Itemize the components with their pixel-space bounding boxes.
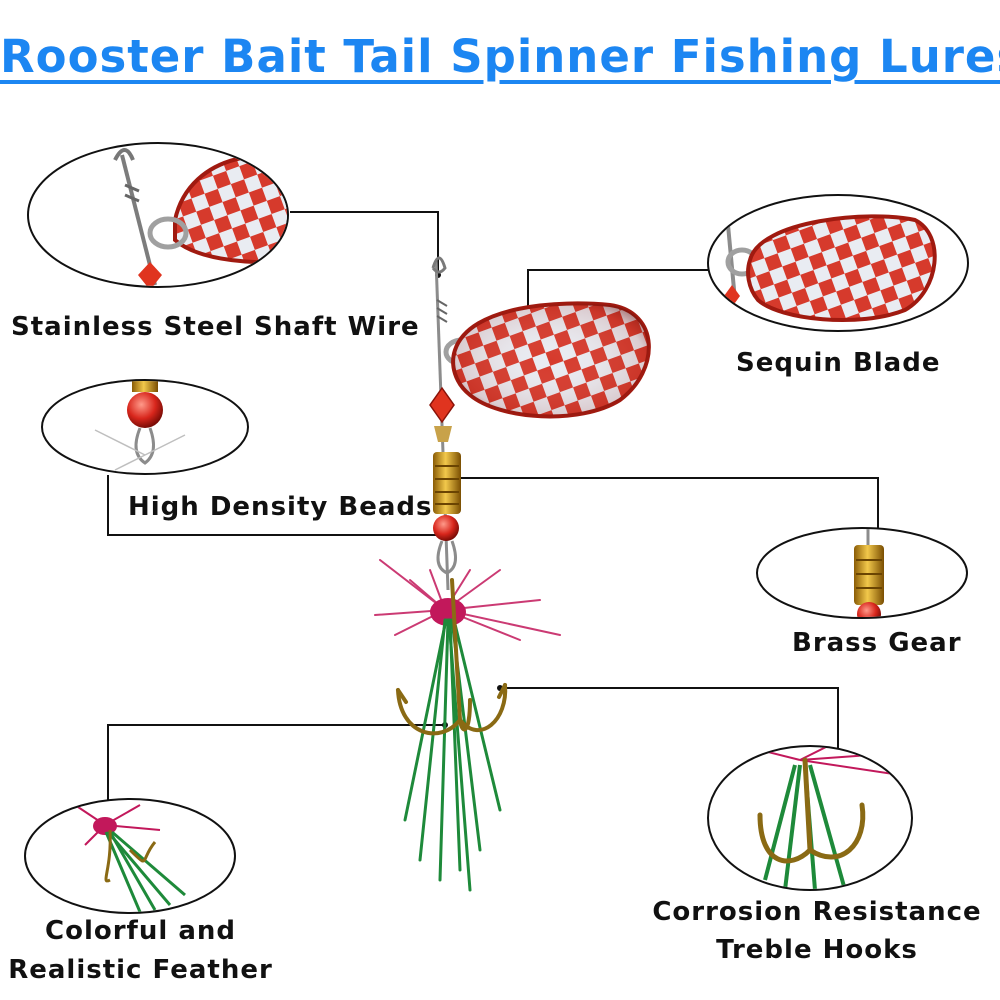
main-lure [374,256,651,892]
detail-brass-gear [756,527,968,619]
detail-sequin-blade [707,194,969,332]
label-feather-line1: Colorful and [45,916,236,946]
label-hooks-line1: Corrosion Resistance [652,897,982,927]
detail-treble-hooks [707,745,913,891]
page-title: Rooster Bait Tail Spinner Fishing Lures [0,30,1000,83]
leader-gear [458,477,879,528]
leader-feather [107,724,445,800]
label-feather-line2: Realistic Feather [8,955,273,985]
leader-hooks [500,687,839,752]
brass-gear [433,452,461,514]
leader-shaft [290,211,439,275]
label-hooks-line2: Treble Hooks [716,935,918,965]
label-shaft-wire: Stainless Steel Shaft Wire [11,312,420,342]
label-sequin-blade: Sequin Blade [736,348,941,378]
label-high-density-beads: High Density Beads [128,492,433,522]
label-brass-gear: Brass Gear [792,628,962,658]
feather [374,559,561,892]
detail-shaft-wire [27,142,289,288]
detail-beads [41,379,249,475]
detail-feather [24,798,236,914]
treble-hook [396,578,508,736]
red-bead [433,515,459,541]
